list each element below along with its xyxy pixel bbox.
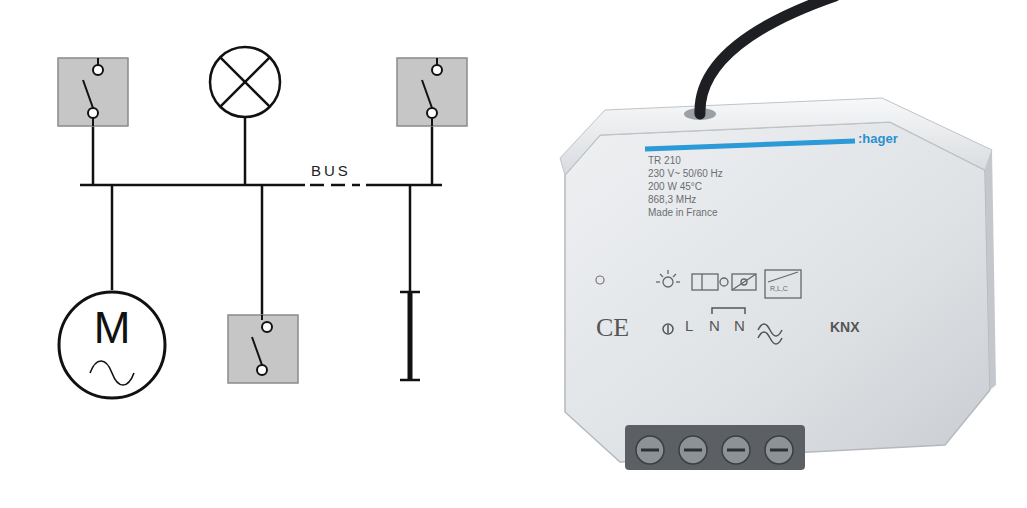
product-text: 868,3 MHz (648, 194, 696, 205)
switch-symbol (397, 58, 467, 126)
switch-symbol (58, 58, 128, 126)
bus-label: BUS (311, 163, 351, 180)
terminal-label: N (709, 318, 720, 335)
lamp-symbol (210, 47, 280, 117)
ce-mark: CE (596, 314, 629, 343)
product-text: TR 210 (648, 155, 681, 166)
motor-symbol: M (57, 290, 167, 400)
product-text: 230 V~ 50/60 Hz (648, 168, 723, 179)
terminal-label: L (685, 318, 693, 335)
motor-letter: M (57, 290, 167, 350)
brand-name: :hager (858, 132, 898, 146)
knx-logo: KNX (830, 320, 860, 335)
switch-symbol (228, 315, 298, 383)
product-text: 200 W 45°C (648, 181, 702, 192)
product-text: Made in France (648, 207, 717, 218)
icon-text: R,L,C (770, 285, 788, 293)
terminal-label: N (734, 318, 745, 335)
